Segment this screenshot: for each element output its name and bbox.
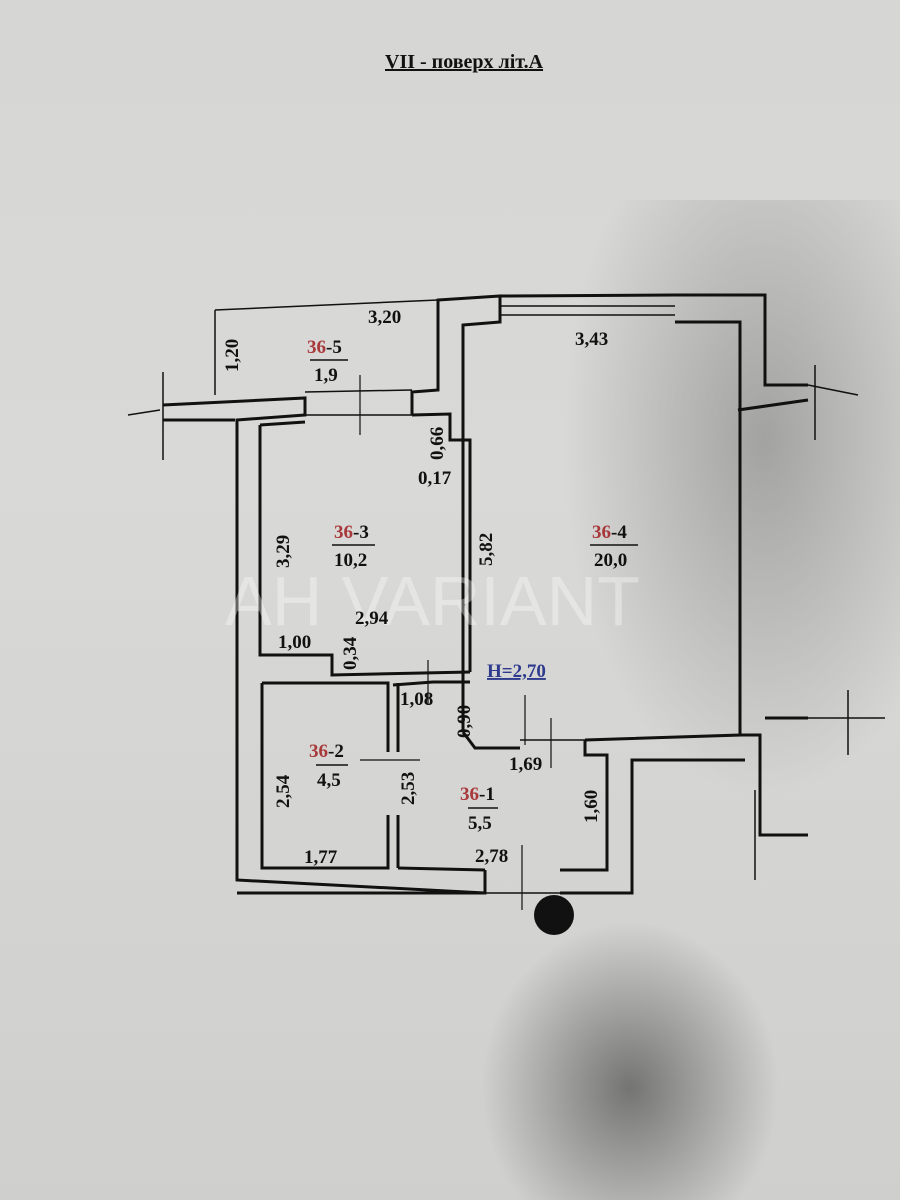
dimension: 3,43 [575,329,608,350]
dimension: 3,20 [368,307,401,328]
dimension: 1,08 [400,689,433,710]
dimension: 2,94 [355,608,389,629]
room-36-3-label: 36-3 [334,522,369,543]
watermark: AH VARIANT [225,562,640,640]
room-36-3-area: 10,2 [334,550,367,571]
room-36-4-area: 20,0 [594,550,627,571]
dimension: 1,69 [509,754,542,775]
room-36-5-area: 1,9 [314,365,338,386]
room-36-1-label: 36-1 [460,784,495,805]
room-36-2-area: 4,5 [317,770,341,791]
dimension: 0,17 [418,468,452,489]
ceiling-height-label: H=2,70 [487,661,546,682]
dimension: 2,78 [475,846,508,867]
dimension: 1,20 [222,339,243,372]
entrance-marker [534,895,574,935]
room-36-2-label: 36-2 [309,741,344,762]
room-36-1-area: 5,5 [468,813,492,834]
dimension: 5,82 [476,533,497,566]
dimension: 2,53 [398,772,419,805]
dimension: 1,60 [581,790,602,823]
dimension: 0,66 [427,427,448,460]
walls [127,293,885,910]
room-36-4-label: 36-4 [592,522,627,543]
dimension: 0,90 [454,705,475,738]
dimension: 1,77 [304,847,338,868]
dimension: 1,00 [278,632,311,653]
dimension: 2,54 [273,774,294,808]
room-36-5-label: 36-5 [307,337,342,358]
dimension: 3,29 [273,535,294,568]
page-title: VII - поверх літ.А [385,51,544,73]
dimension: 0,34 [340,636,361,670]
